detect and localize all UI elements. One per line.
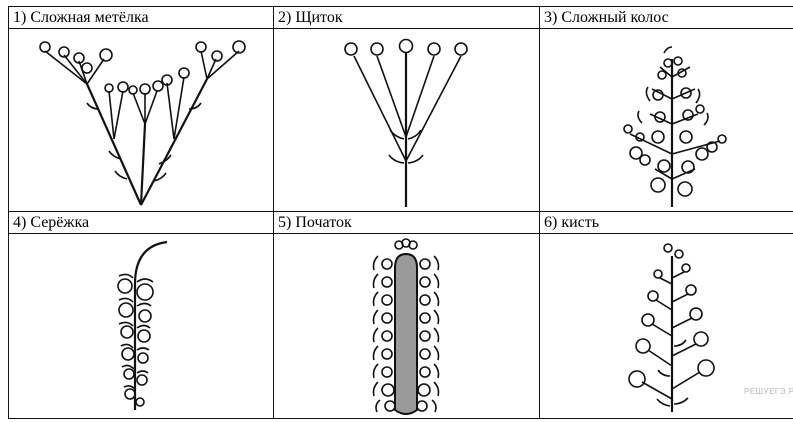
watermark: РЕШУЕГЭ.РФ [744, 387, 793, 396]
raceme-axes [641, 256, 701, 412]
corymb-flowers [344, 38, 468, 56]
cell-label-2: 2) Щиток [273, 6, 540, 29]
cell-label-1: 1) Сложная метёлка [8, 6, 274, 29]
catkin-bracts [118, 273, 154, 390]
spike-bracts [637, 46, 709, 126]
cell-label-3: 3) Сложный колос [539, 6, 793, 29]
compound-spike-diagram-icon [623, 46, 727, 207]
complex-panicle-diagram-icon [39, 40, 246, 206]
spike-flowers [623, 56, 727, 197]
spadix-flowers [381, 238, 431, 412]
cell-picture-3 [539, 28, 793, 212]
spike-axes [629, 59, 721, 207]
panicle-flowers [39, 40, 246, 95]
cell-label-4: 4) Серёжка [8, 211, 274, 234]
catkin-diagram-icon [117, 240, 168, 410]
corymb-axes [353, 53, 462, 207]
cell-picture-4 [8, 233, 274, 419]
raceme-flowers [628, 243, 715, 388]
cell-label-5: 5) Початок [273, 211, 540, 234]
corymb-bracts [388, 129, 424, 164]
catkin-axis [133, 240, 168, 410]
panicle-axes [44, 50, 240, 206]
cell-picture-6 [539, 233, 793, 419]
catkin-flowers [117, 278, 154, 407]
corymb-diagram-icon [344, 38, 468, 207]
spadix-bracts [372, 255, 440, 413]
raceme-diagram-icon [628, 243, 715, 412]
raceme-bracts [656, 339, 689, 407]
spadix-diagram-icon [372, 238, 440, 415]
table: 1) Сложная метёлка 2) Щиток 3) Сложный к… [8, 6, 793, 419]
cell-picture-2 [273, 28, 540, 212]
inflorescence-table: 1) Сложная метёлка 2) Щиток 3) Сложный к… [8, 6, 793, 422]
cell-picture-1 [8, 28, 274, 212]
cell-label-6: 6) кисть [539, 211, 793, 234]
spadix-axis [394, 252, 418, 415]
cell-picture-5 [273, 233, 540, 419]
panicle-bracts [86, 102, 202, 182]
